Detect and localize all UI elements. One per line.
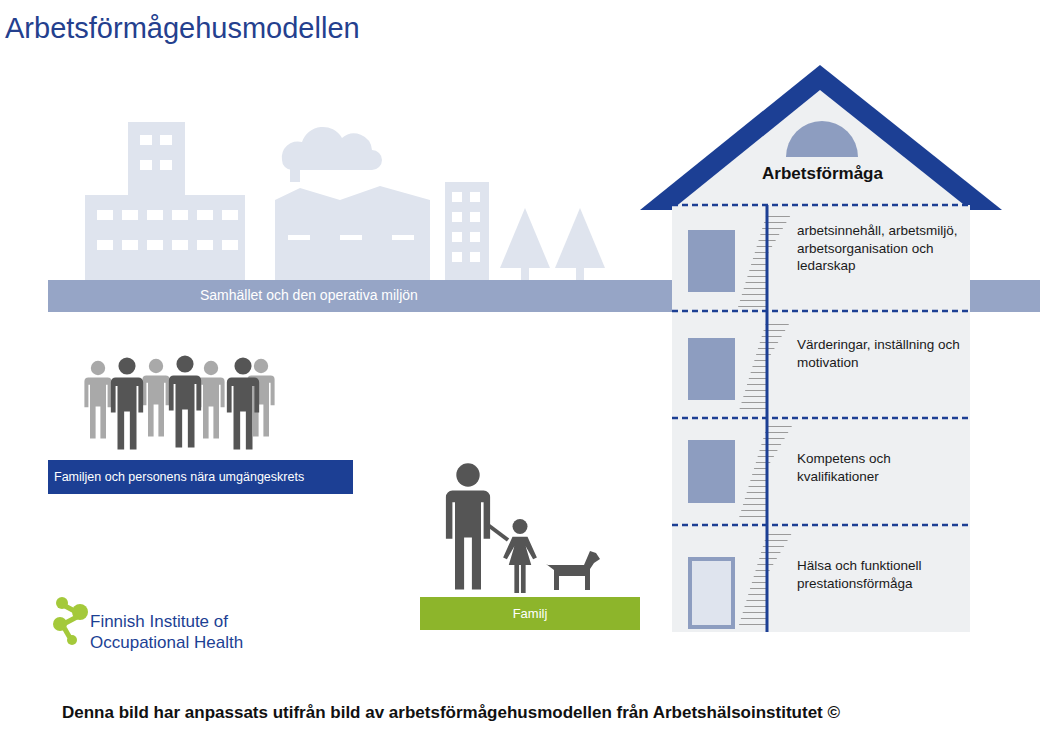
floor-box: Värderingar, inställning och motivation: [797, 336, 969, 371]
floor-box: Kompetens och kvalifikationer: [797, 450, 969, 485]
skyline: [85, 122, 605, 282]
node-text: arbetsinnehåll, arbetsmiljö, arbetsorgan…: [797, 222, 969, 275]
logo-text: Finnish Institute of Occupational Health: [90, 612, 268, 653]
node-text: Familj: [420, 597, 640, 630]
node-text: Hälsa och funktionell prestationsförmåga: [797, 557, 969, 592]
node-text: Familjen och personens nära umgängeskret…: [48, 460, 353, 494]
family-box: Familj: [420, 597, 640, 630]
node-text: Kompetens och kvalifikationer: [797, 450, 969, 485]
node-text: Samhället och den operativa miljön: [200, 287, 418, 303]
family-figures: [446, 463, 600, 593]
title: Arbetsförmågehusmodellen: [5, 12, 360, 45]
people-group: [84, 355, 274, 449]
floor-box: Hälsa och funktionell prestationsförmåga: [797, 557, 969, 592]
node-text: Värderingar, inställning och motivation: [797, 336, 969, 371]
social-circle-box: Familjen och personens nära umgängeskret…: [48, 460, 353, 494]
node-text: Arbetsförmåga: [720, 164, 925, 184]
house: Arbetsförmåga arbetsinnehåll, arbetsmiljö…: [640, 60, 1005, 635]
caption: Denna bild har anpassats utifrån bild av…: [62, 703, 1037, 723]
logo-mark: [53, 597, 88, 645]
floor-box: arbetsinnehåll, arbetsmiljö, arbetsorgan…: [797, 222, 969, 275]
